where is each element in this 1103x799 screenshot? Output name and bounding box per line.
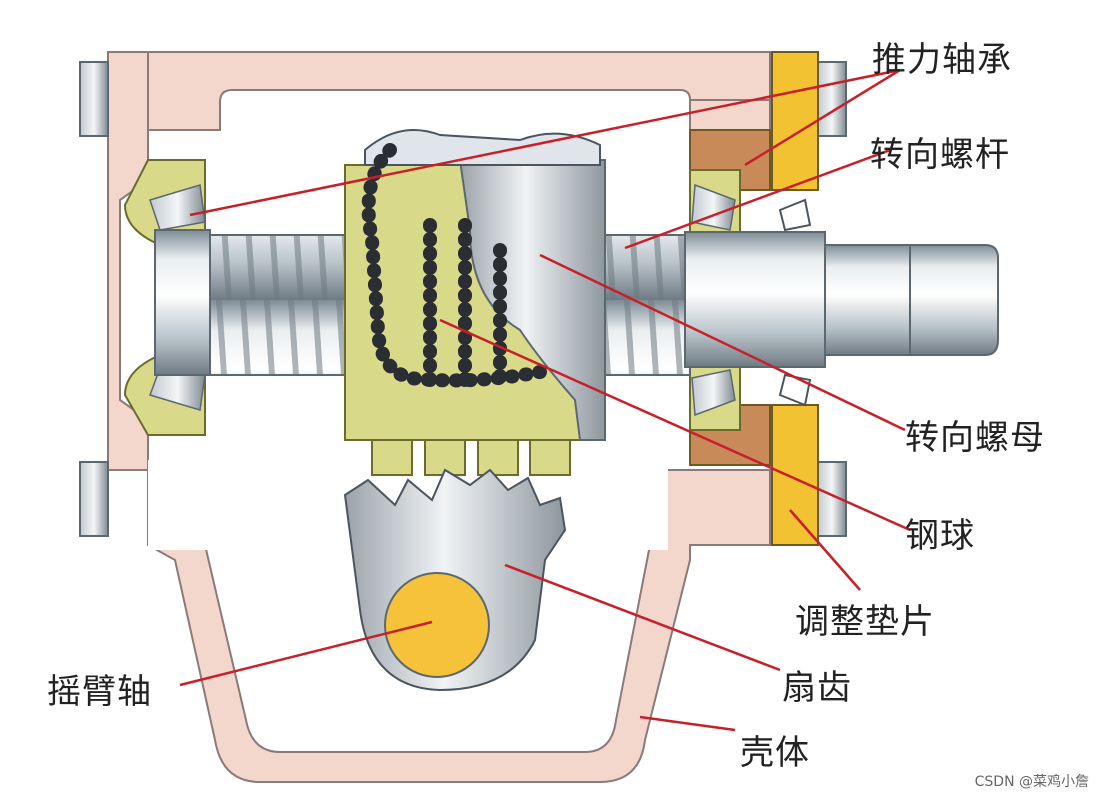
label-steering-nut: 转向螺母 [905, 418, 1045, 458]
label-steering-screw: 转向螺杆 [870, 135, 1010, 175]
leader-steering-nut [539, 253, 906, 432]
label-housing: 壳体 [740, 733, 810, 773]
leader-steel-ball [439, 318, 911, 532]
bolts [79, 61, 847, 537]
leader-thrust-bearing-right [744, 68, 901, 167]
pitman-shaft [384, 572, 490, 678]
steering-screw [154, 198, 999, 407]
steel-balls [361, 143, 547, 388]
leader-steering-screw [624, 148, 891, 250]
thrust-bearing-right [689, 169, 741, 431]
leader-adjust-shim [789, 509, 861, 591]
label-steel-ball: 钢球 [905, 516, 975, 556]
label-adjust-shim: 调整垫片 [795, 602, 935, 642]
leader-housing [639, 715, 736, 732]
label-pitman-shaft: 摇臂轴 [47, 672, 152, 712]
label-thrust-bearing: 推力轴承 [872, 40, 1012, 80]
label-sector-gear: 扇齿 [782, 668, 852, 708]
steering-nut [344, 129, 606, 476]
leader-thrust-bearing-left [189, 68, 901, 217]
leader-lines [179, 68, 911, 732]
watermark: CSDN @菜鸡小詹 [974, 774, 1089, 790]
leader-sector-gear [504, 563, 781, 672]
leader-pitman-shaft [179, 620, 433, 687]
